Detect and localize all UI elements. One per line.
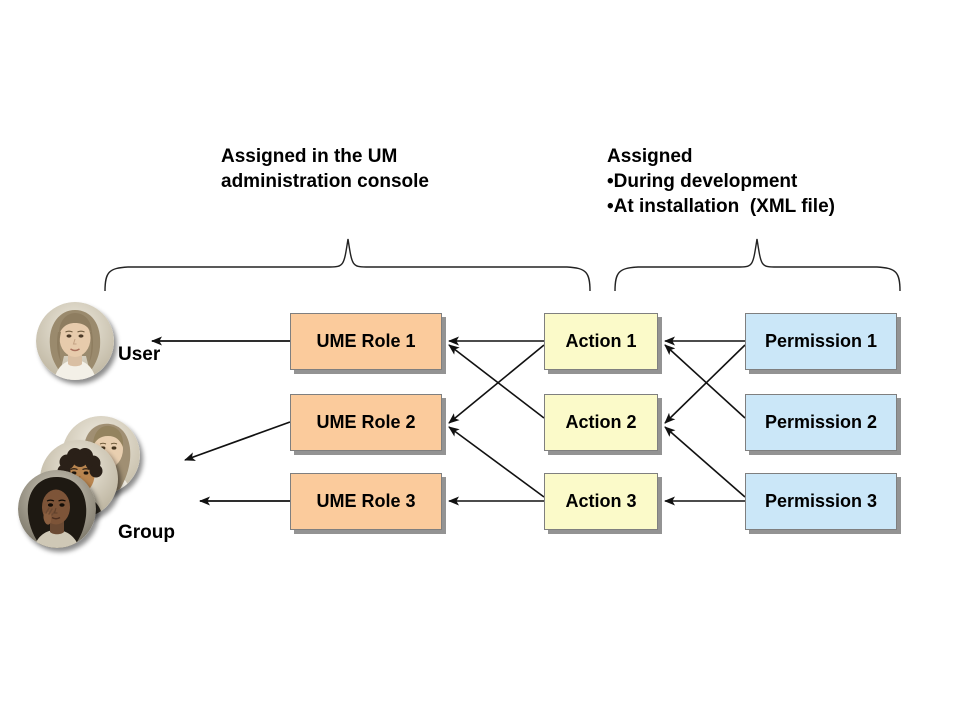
arrow-perm2-to-action1	[664, 344, 746, 419]
node-action-2[interactable]: Action 2	[544, 394, 658, 451]
caption-right-assignment-source: Assigned •During development •At install…	[607, 146, 835, 217]
node-label: Permission 1	[764, 331, 878, 351]
user-label: User	[118, 344, 161, 365]
node-label: UME Role 3	[316, 491, 416, 511]
node-label: UME Role 1	[316, 331, 416, 351]
arrow-action1-to-role2	[448, 344, 545, 424]
node-label: Action 1	[565, 331, 637, 351]
arrow-perm1-to-action2	[664, 344, 746, 424]
user-portrait-icon	[36, 302, 114, 380]
group-portrait-icon-front	[18, 470, 96, 548]
brace-right	[614, 238, 901, 292]
node-permission-2[interactable]: Permission 2	[745, 394, 897, 451]
node-label: UME Role 2	[316, 412, 416, 432]
group-label: Group	[118, 522, 175, 543]
node-action-3[interactable]: Action 3	[544, 473, 658, 530]
node-label: Action 2	[565, 412, 637, 432]
node-ume-role-2[interactable]: UME Role 2	[290, 394, 442, 451]
arrow-action3-to-role2	[448, 426, 545, 498]
node-permission-3[interactable]: Permission 3	[745, 473, 897, 530]
node-label: Permission 3	[764, 491, 878, 511]
arrow-action2-to-role1	[448, 344, 545, 419]
arrows-action-to-role	[448, 336, 545, 506]
arrow-perm3-to-action2	[664, 426, 746, 498]
node-action-1[interactable]: Action 1	[544, 313, 658, 370]
node-ume-role-1[interactable]: UME Role 1	[290, 313, 442, 370]
caption-left-assignment-source: Assigned in the UM administration consol…	[221, 146, 429, 192]
brace-left	[104, 238, 591, 292]
arrows-permission-to-action	[664, 336, 746, 506]
node-permission-1[interactable]: Permission 1	[745, 313, 897, 370]
arrows-role-to-actor	[151, 336, 291, 506]
node-ume-role-3[interactable]: UME Role 3	[290, 473, 442, 530]
node-label: Permission 2	[764, 412, 878, 432]
arrow-role2-to-group	[184, 421, 291, 461]
node-label: Action 3	[565, 491, 637, 511]
